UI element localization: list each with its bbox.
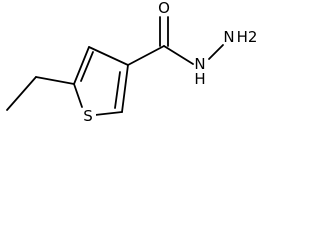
bond-nitrogen-nitrogen (208, 44, 224, 60)
terminal-nitrogen-label: N (223, 28, 234, 46)
bond-c4-c3 (88, 46, 129, 66)
bond-c2-s (94, 111, 123, 116)
sulfur-label-mask (80, 108, 96, 125)
oxygen-atom-label: O (158, 0, 170, 17)
bond-methyl-methylene (6, 76, 37, 111)
sulfur-atom-label: S (83, 107, 93, 125)
amide-hydrogen-label: H (194, 70, 205, 88)
bond-c3-c2-inner (114, 71, 121, 109)
bond-s-c5 (73, 83, 83, 108)
molecule-structure: S O N H N H2 (6, 0, 258, 125)
bond-c3-c2 (121, 64, 129, 113)
bond-c3-carbonyl (127, 45, 165, 66)
bond-methylene-c5 (35, 76, 75, 85)
amide-nitrogen-label: N (194, 55, 205, 73)
oxygen-label-mask (156, 0, 172, 16)
bond-carbonyl-nitrogen (163, 45, 194, 65)
bond-c5-c4 (73, 46, 90, 85)
bond-c5-c4-inner (80, 51, 94, 82)
structure-canvas: S O N H N H2 (0, 0, 258, 126)
terminal-hydrogen-label: H2 (237, 28, 258, 46)
